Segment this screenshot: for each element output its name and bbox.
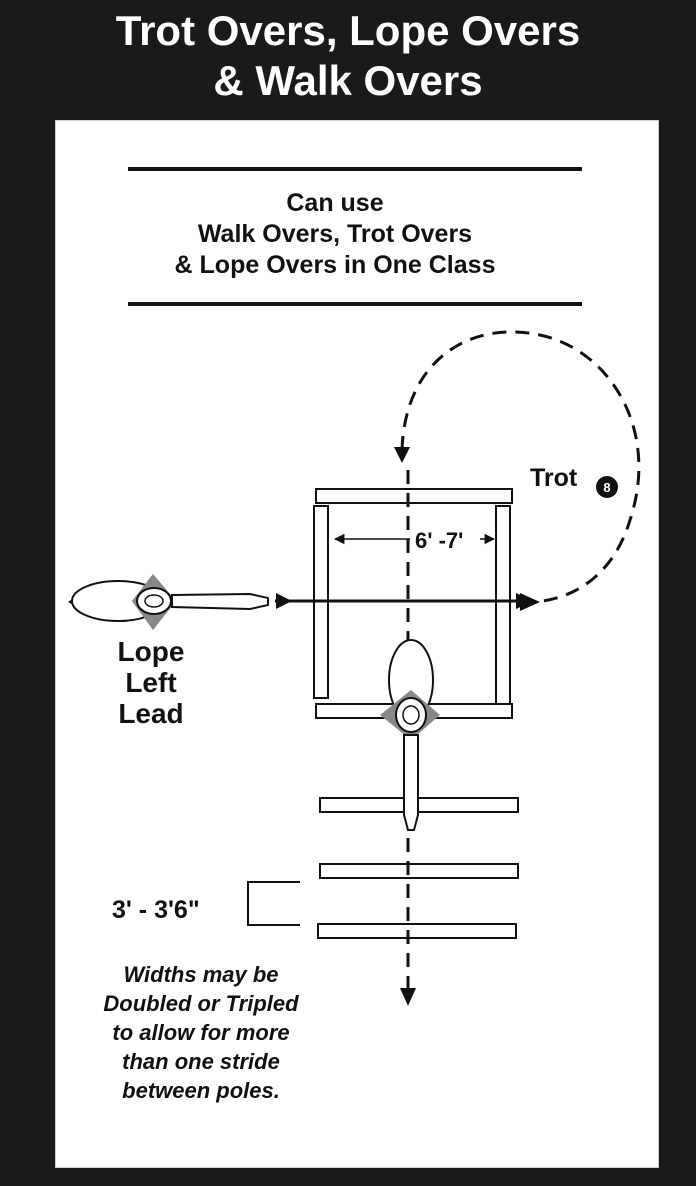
- trot-badge-text: 8: [603, 480, 610, 495]
- spacing-bracket: [247, 881, 300, 926]
- intro-text: Can use Walk Overs, Trot Overs & Lope Ov…: [100, 188, 570, 281]
- lope-arrowhead-2: [516, 593, 534, 609]
- title-line-2: & Walk Overs: [213, 57, 483, 104]
- trot-pole-2: [319, 863, 519, 879]
- horse-lope-icon: [68, 574, 269, 630]
- intro-line-2: Walk Overs, Trot Overs: [197, 220, 473, 248]
- note-line-1: Widths may be: [123, 962, 279, 987]
- lope-label: Lope Left Lead: [96, 636, 206, 729]
- note-line-2: Doubled or Tripled: [103, 991, 299, 1016]
- note-line-3: to allow for more: [112, 1020, 290, 1045]
- trot-pole-3: [317, 923, 517, 939]
- note-line-4: than one stride: [122, 1049, 280, 1074]
- lope-right-pole: [495, 505, 511, 705]
- horse-walk-icon: [380, 639, 440, 831]
- intro-line-3: & Lope Overs in One Class: [174, 251, 496, 279]
- lope-line-2: Left: [125, 667, 177, 698]
- note-line-5: between poles.: [122, 1078, 280, 1103]
- lope-line-1: Lope: [117, 636, 185, 667]
- trot-entry-arrowhead: [394, 447, 410, 463]
- top-divider: [128, 167, 582, 171]
- diagram-title: Trot Overs, Lope Overs & Walk Overs: [0, 6, 696, 106]
- width-label: 6' -7': [413, 528, 466, 554]
- lope-line-3: Lead: [118, 698, 184, 729]
- width-note: Widths may be Doubled or Tripled to allo…: [62, 960, 340, 1105]
- trot-badge-icon: [596, 476, 618, 498]
- intro-line-1: Can use: [286, 189, 384, 217]
- lope-arrowhead-1: [276, 593, 292, 609]
- bottom-divider: [128, 302, 582, 306]
- title-line-1: Trot Overs, Lope Overs: [115, 7, 581, 54]
- trot-label: Trot: [530, 464, 578, 492]
- walk-exit-arrowhead: [400, 988, 416, 1006]
- diagram-panel: [55, 120, 659, 1168]
- spacing-label: 3' - 3'6": [112, 896, 200, 924]
- lope-top-pole: [315, 488, 513, 504]
- trot-path-loop: [400, 330, 641, 604]
